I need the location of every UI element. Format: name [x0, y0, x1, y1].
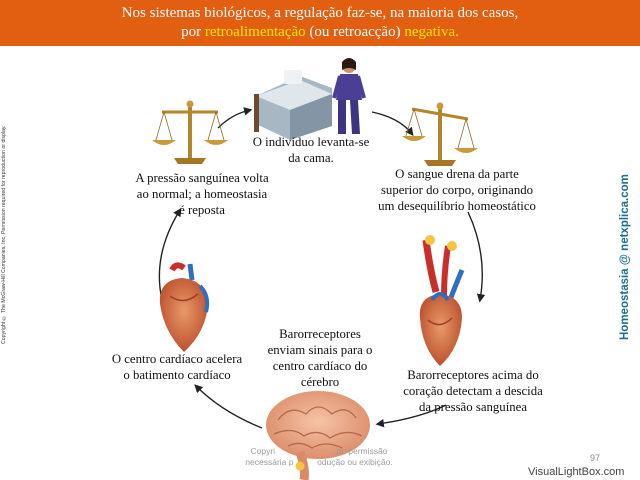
heart-icon: [159, 262, 210, 352]
arrow-scale-to-bed: [217, 107, 253, 129]
step-baro-signal-line: Barorreceptores: [279, 327, 361, 341]
title-text: por: [181, 24, 205, 40]
title-highlight-2: negativa.: [404, 24, 459, 40]
arrow-artery-to-brain: [375, 404, 447, 428]
step-baro-signal-line: cérebro: [300, 375, 340, 389]
step-stand-up-line: O indivíduo levanta-se: [252, 135, 370, 149]
title-text-mid: (ou retroacção): [305, 24, 405, 40]
step-heart-accelerates: O centro cardíaco acelera o batimento ca…: [92, 351, 262, 383]
balance-scale-icon: [402, 102, 478, 166]
step-baroreceptor-signal: Barorreceptores enviam sinais para o cen…: [250, 326, 390, 390]
step-heart-accel-line: O centro cardíaco acelera: [111, 352, 243, 366]
bed-person-icon: [254, 58, 366, 140]
step-baro-detect-line: da pressão sanguínea: [418, 400, 528, 414]
step-baro-detect-line: coração detectam a descida: [403, 384, 543, 398]
step-blood-drains-line: um desequilíbrio homeostático: [378, 199, 536, 213]
title-line-1: Nos sistemas biológicos, a regulação faz…: [121, 5, 519, 21]
step-baro-signal-line: centro cardíaco do: [272, 359, 368, 373]
step-blood-drains-line: O sangue drena da parte: [395, 167, 519, 181]
arrow-scale-to-artery: [467, 211, 486, 303]
watermark: VisualLightBox.com: [528, 466, 625, 478]
step-stand-up-line: da cama.: [288, 151, 334, 165]
arrow-bed-to-scale: [371, 111, 414, 137]
step-homeostasis-restored: A pressão sanguínea volta ao normal; a h…: [112, 170, 292, 218]
step-heart-accel-line: o batimento cardíaco: [123, 368, 231, 382]
step-restored-line: é reposta: [179, 203, 225, 217]
step-blood-drains: O sangue drena da parte superior do corp…: [362, 166, 552, 214]
step-baroreceptor-detect: Barorreceptores acima do coração detecta…: [384, 367, 562, 415]
step-stand-up: O indivíduo levanta-se da cama.: [240, 134, 382, 166]
step-restored-line: A pressão sanguínea volta: [135, 171, 269, 185]
footer-copyright: Copyri m: permissão necessária p odução …: [224, 446, 414, 468]
step-restored-line: ao normal; a homeostasia: [136, 187, 268, 201]
step-blood-drains-line: superior do corpo, originando: [380, 183, 534, 197]
arrow-heart-to-scale: [158, 207, 182, 301]
artery-heart-icon: [419, 235, 465, 366]
balance-scale-icon: [152, 100, 228, 164]
arrow-brain-to-heart: [194, 384, 263, 429]
footer-copyright-line: necessária p odução ou exibição.: [245, 457, 393, 467]
page-number: 97: [590, 453, 601, 463]
step-baro-signal-line: enviam sinais para o: [267, 343, 373, 357]
footer-copyright-line: Copyri m: permissão: [250, 446, 388, 456]
slide-title: Nos sistemas biológicos, a regulação faz…: [0, 0, 640, 46]
step-baro-detect-line: Barorreceptores acima do: [407, 368, 539, 382]
title-line-2: por retroalimentação (ou retroacção) neg…: [0, 23, 640, 42]
brain-icon: [266, 391, 370, 480]
title-highlight-1: retroalimentação: [204, 24, 306, 40]
cycle-arrow-icon: [158, 107, 486, 429]
